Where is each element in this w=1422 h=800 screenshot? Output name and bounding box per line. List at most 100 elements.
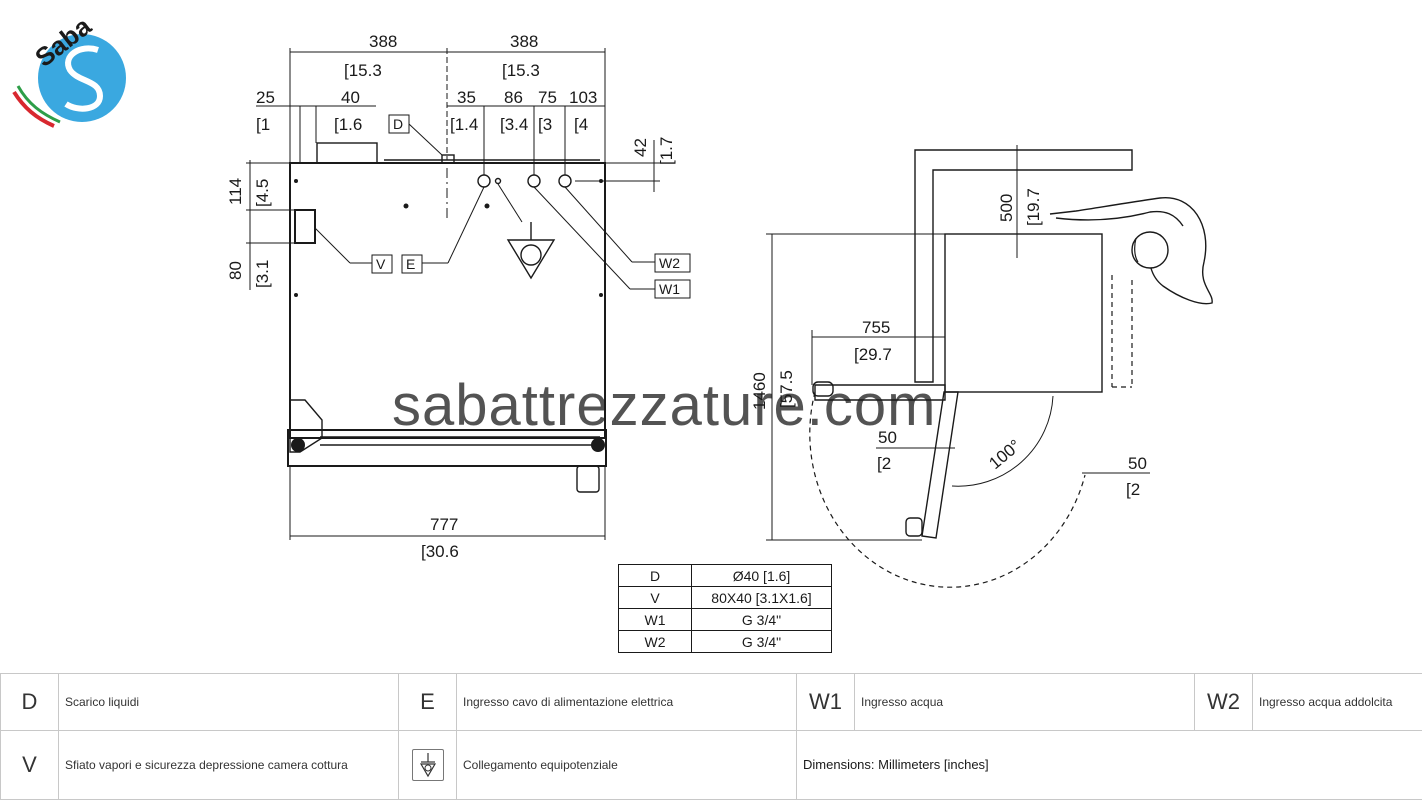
- label-box-v: [371, 254, 393, 274]
- spec-value: Ø40 [1.6]: [691, 564, 832, 587]
- door-swing-arc: [809, 391, 1086, 588]
- oven-body-top: [944, 233, 1103, 393]
- door-base: [287, 429, 607, 467]
- angle-label: 100°: [985, 436, 1024, 473]
- door-open: [921, 391, 959, 539]
- spec-key: V: [618, 586, 692, 609]
- legend-row: D Scarico liquidi E Ingresso cavo di ali…: [0, 673, 1422, 731]
- dim-75-in: [3: [538, 115, 552, 134]
- door-handle: [905, 517, 923, 537]
- legend-code-w2: W2: [1194, 673, 1253, 731]
- logo-red-swoosh: [12, 90, 55, 128]
- dim-42: 42: [631, 138, 650, 157]
- operator-figure-icon: [1049, 197, 1213, 305]
- legend-row: V Sfiato vapori e sicurezza depressione …: [0, 729, 1422, 800]
- dim-40: 40: [341, 88, 360, 107]
- saba-logo: Saba: [12, 10, 126, 128]
- inlet-w1: [527, 174, 541, 188]
- dim-50-side-in: [2: [1126, 480, 1140, 499]
- dim-86-in: [3.4: [500, 115, 528, 134]
- technical-drawing: Saba: [12, 10, 1213, 588]
- legend-desc-w2: Ingresso acqua addolcita: [1252, 673, 1422, 731]
- equipotential-icon: [411, 748, 444, 781]
- front-view: 388 [15.3 388 [15.3 25 [1 40 [1.6 35 [1.…: [226, 32, 691, 561]
- dim-777-in: [30.6: [421, 542, 459, 561]
- table-row: D Ø40 [1.6]: [618, 564, 832, 587]
- dim-777: 777: [430, 515, 458, 534]
- vent-outlet: [294, 209, 316, 244]
- equipotential-point: [494, 177, 502, 185]
- screw-dot: [403, 203, 409, 209]
- dim-114-in: [4.5: [253, 179, 272, 207]
- spec-key: W1: [618, 608, 692, 631]
- screw-dot: [484, 203, 490, 209]
- label-w2: W2: [659, 255, 680, 271]
- dim-42-in: [1.7: [657, 137, 676, 165]
- dim-388-left-in: [15.3: [344, 61, 382, 80]
- dim-40-in: [1.6: [334, 115, 362, 134]
- logo-green-swoosh: [16, 85, 61, 124]
- spec-key: W2: [618, 630, 692, 653]
- legend-code-e: E: [398, 673, 457, 731]
- dim-1460: 1460: [750, 372, 769, 410]
- hinge-left: [289, 399, 323, 453]
- spec-key: D: [618, 564, 692, 587]
- equipotential-symbol: [497, 183, 556, 280]
- dim-86: 86: [504, 88, 523, 107]
- dim-25: 25: [256, 88, 275, 107]
- spec-value: 80X40 [3.1X1.6]: [691, 586, 832, 609]
- table-row: W2 G 3/4": [618, 630, 832, 653]
- table-row: V 80X40 [3.1X1.6]: [618, 586, 832, 609]
- dim-388-right-in: [15.3: [502, 61, 540, 80]
- dim-80-in: [3.1: [253, 260, 272, 288]
- label-d: D: [393, 116, 403, 132]
- dim-50-door: 50: [878, 428, 897, 447]
- dim-50-door-in: [2: [877, 454, 891, 473]
- dim-35-in: [1.4: [450, 115, 478, 134]
- watermark: sabattrezzature.com: [392, 373, 936, 438]
- dim-500-in: [19.7: [1024, 188, 1043, 226]
- dim-388-right: 388: [510, 32, 538, 51]
- top-vent-block: [316, 142, 378, 164]
- side-view: 100° 500 [19.7 755 [29.7 1460 [57.5 50 […: [750, 145, 1213, 588]
- inlet-e: [477, 174, 491, 188]
- screw-dot: [294, 293, 298, 297]
- spec-value: G 3/4": [691, 630, 832, 653]
- dim-103: 103: [569, 88, 597, 107]
- legend-desc-e: Ingresso cavo di alimentazione elettrica: [456, 673, 797, 731]
- legend-table: D Scarico liquidi E Ingresso cavo di ali…: [0, 673, 1422, 800]
- hinge-bolt: [291, 438, 305, 452]
- legend-desc-w1: Ingresso acqua: [854, 673, 1195, 731]
- label-box-w2: [654, 253, 691, 273]
- label-w1: W1: [659, 281, 680, 297]
- dim-103-in: [4: [574, 115, 588, 134]
- dim-755: 755: [862, 318, 890, 337]
- drain-stub: [441, 154, 455, 164]
- hinge-bolt: [591, 438, 605, 452]
- dim-1460-in: [57.5: [777, 370, 796, 408]
- table-row: W1 G 3/4": [618, 608, 832, 631]
- label-e: E: [406, 256, 415, 272]
- drain-foot: [576, 465, 600, 493]
- legend-desc-equipotential: Collegamento equipotenziale: [456, 729, 797, 800]
- dim-755-in: [29.7: [854, 345, 892, 364]
- legend-desc-d: Scarico liquidi: [58, 673, 399, 731]
- spec-value: G 3/4": [691, 608, 832, 631]
- legend-equipotential-cell: [398, 729, 457, 800]
- screw-dot: [599, 293, 603, 297]
- legend-code-w1: W1: [796, 673, 855, 731]
- dim-80: 80: [226, 261, 245, 280]
- dimensions-note: Dimensions: Millimeters [inches]: [796, 729, 1422, 800]
- label-v: V: [376, 256, 386, 272]
- connection-spec-table: D Ø40 [1.6] V 80X40 [3.1X1.6] W1 G 3/4" …: [618, 564, 832, 653]
- legend-code-d: D: [0, 673, 59, 731]
- dim-25-in: [1: [256, 115, 270, 134]
- dim-75: 75: [538, 88, 557, 107]
- wall-outline: [914, 149, 1133, 383]
- logo-s-mark: [64, 45, 104, 112]
- inlet-w2: [558, 174, 572, 188]
- dim-114: 114: [226, 178, 245, 205]
- dim-500: 500: [997, 194, 1016, 222]
- label-box-e: [401, 254, 423, 274]
- angle-arc: [951, 395, 1054, 487]
